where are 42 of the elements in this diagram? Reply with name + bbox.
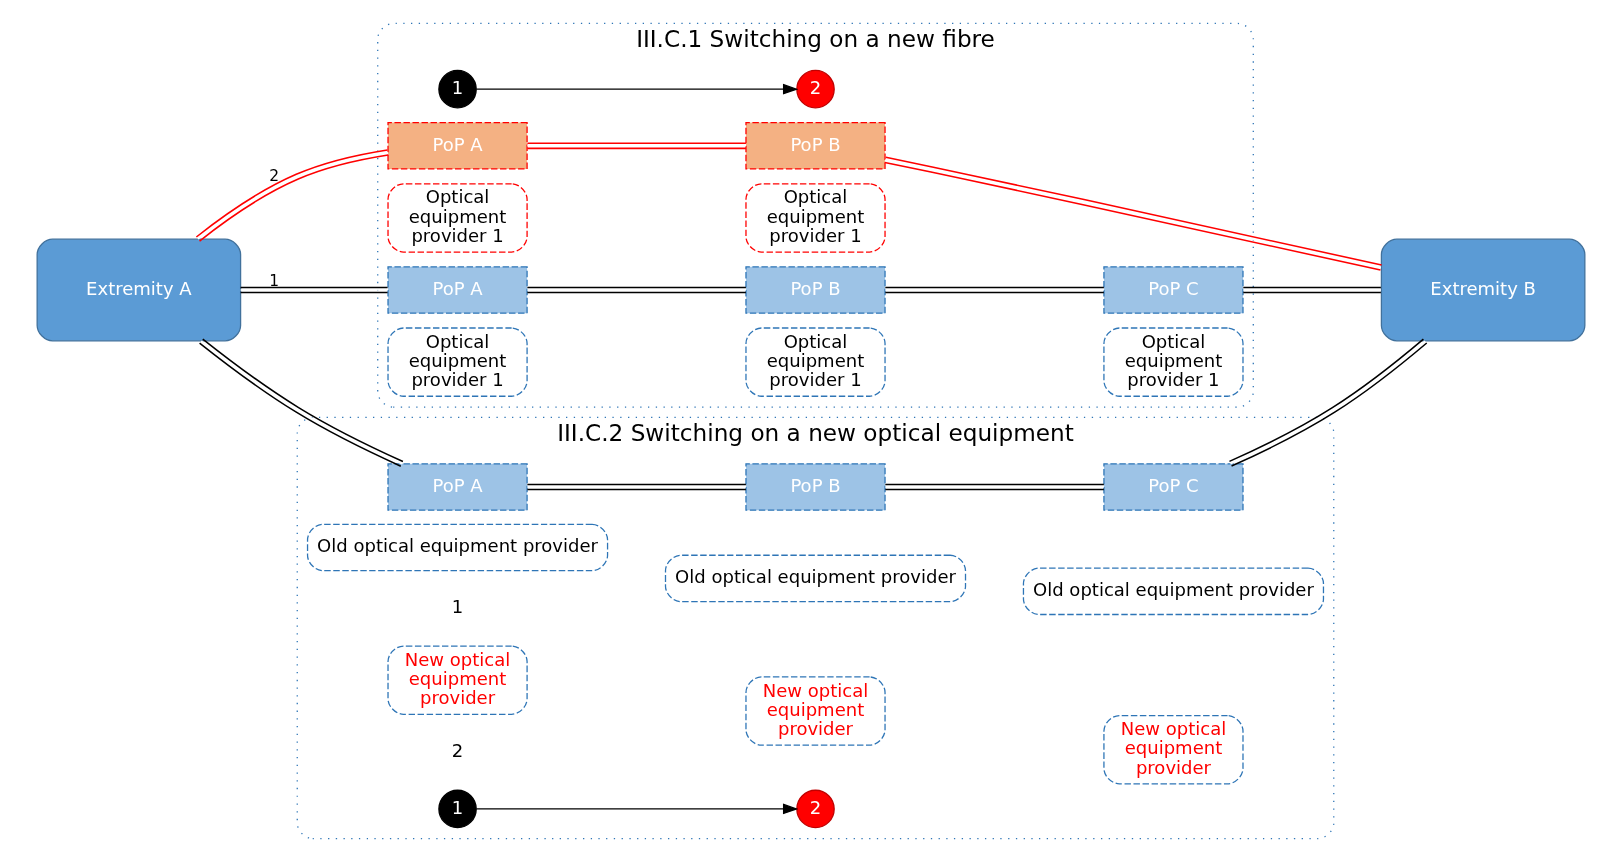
connector xyxy=(239,286,388,294)
node-box: New optical equipment provider xyxy=(1102,714,1244,785)
connector xyxy=(883,156,1382,271)
node-box: New optical equipment provider xyxy=(386,645,528,715)
node-box: Extremity B xyxy=(1380,238,1585,342)
edge-label: 2 xyxy=(268,167,279,186)
node-box: PoP C xyxy=(1102,266,1244,314)
node-box: PoP A xyxy=(386,266,528,314)
node-circle: 2 xyxy=(795,69,835,109)
arrow xyxy=(475,83,798,95)
node-circle: 2 xyxy=(795,789,835,829)
connector xyxy=(1242,286,1382,294)
node-label: 2 xyxy=(451,740,463,762)
node-box: Optical equipment provider 1 xyxy=(1102,327,1244,397)
node-box: PoP A xyxy=(386,121,528,170)
connector xyxy=(884,483,1105,491)
node-box: Optical equipment provider 1 xyxy=(744,183,886,253)
connector xyxy=(526,142,747,150)
node-box: Old optical equipment provider xyxy=(306,523,608,572)
node-box: PoP B xyxy=(744,463,886,511)
connector xyxy=(1228,338,1427,467)
node-box: Optical equipment provider 1 xyxy=(386,327,528,397)
connector xyxy=(884,286,1105,294)
connector xyxy=(526,286,747,294)
node-box: Old optical equipment provider xyxy=(1022,567,1324,616)
node-circle: 1 xyxy=(437,69,477,109)
node-label: 1 xyxy=(451,595,463,617)
node-box: Old optical equipment provider xyxy=(664,554,966,603)
node-box: PoP B xyxy=(744,266,886,314)
edge-label: 1 xyxy=(268,271,279,290)
arrow xyxy=(475,803,798,815)
node-box: Extremity A xyxy=(36,238,241,342)
node-box: PoP A xyxy=(386,463,528,511)
node-box: New optical equipment provider xyxy=(744,676,886,746)
node-circle: 1 xyxy=(437,789,477,829)
node-box: PoP C xyxy=(1102,463,1244,511)
node-box: PoP B xyxy=(744,121,886,170)
connector xyxy=(526,483,747,491)
node-box: Optical equipment provider 1 xyxy=(744,327,886,397)
node-box: Optical equipment provider 1 xyxy=(386,183,528,253)
connector xyxy=(195,149,389,242)
connector xyxy=(198,338,404,467)
